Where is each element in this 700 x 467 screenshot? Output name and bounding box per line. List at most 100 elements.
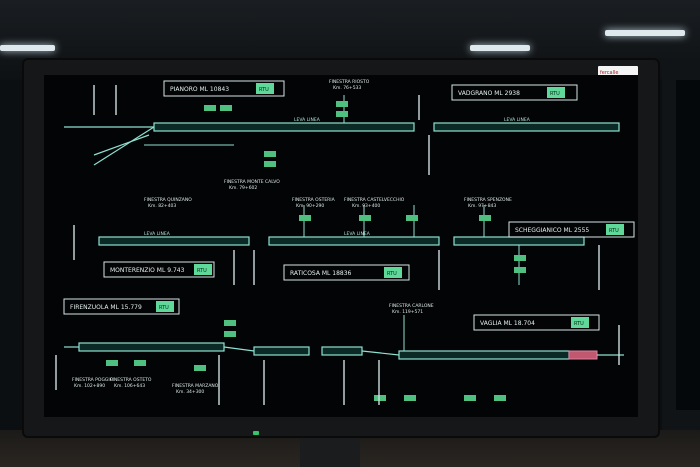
tunnel-track [153, 122, 415, 132]
finestra-name: FINESTRA CASTELVECCHIO [344, 197, 405, 203]
station-label: PIANORO ML 10843 [170, 86, 229, 93]
finestra-name: FINESTRA QUINZANO [144, 197, 192, 203]
finestra-name: FINESTRA MARZANO [172, 383, 219, 389]
track-line [93, 134, 150, 156]
finestra-km: Km. 90+290 [296, 203, 324, 209]
vertical-labels [55, 85, 620, 405]
track-schematic: PIANORO ML 10843 VADGRANO ML 2938 MONTER… [55, 79, 635, 405]
rtu-button[interactable] [194, 264, 212, 275]
status-tile [299, 215, 311, 221]
status-tile [404, 395, 416, 401]
station-box [283, 264, 410, 281]
status-tile [514, 267, 526, 273]
status-tile [464, 395, 476, 401]
tunnel-track [253, 346, 310, 356]
ceiling-light [605, 30, 685, 36]
tunnel-track [398, 350, 570, 360]
station-box [63, 298, 180, 315]
status-tile [336, 101, 348, 107]
line-label: LEVA LINEA [144, 231, 171, 237]
station-label: SCHEGGIANICO ML 2555 [515, 227, 589, 234]
finestra-km: Km. 97+843 [468, 203, 496, 209]
finestra-km: Km. 119+571 [392, 309, 423, 315]
status-tiles [106, 101, 526, 401]
status-tile [336, 111, 348, 117]
rtu-button[interactable] [256, 83, 274, 94]
status-tile [514, 255, 526, 261]
station-box [473, 314, 600, 331]
rtu-label: RTU [550, 91, 560, 97]
rtu-label: RTU [159, 305, 169, 311]
rtu-label: RTU [609, 228, 619, 234]
status-tile [264, 161, 276, 167]
tunnel-track [453, 236, 585, 246]
finestra-name: FINESTRA CARLONE [389, 303, 434, 309]
occupied-section [568, 350, 598, 360]
tunnel-track [321, 346, 363, 356]
station-label: VAGLIA ML 18.704 [480, 320, 535, 327]
power-led [253, 431, 259, 435]
finestra-km: Km. 102+890 [74, 383, 105, 389]
tunnel-track [98, 236, 250, 246]
finestra-name: FINESTRA OSTERIA [292, 197, 336, 203]
station-label: MONTERENZIO ML 9.743 [110, 267, 185, 274]
line-label: LEVA LINEA [294, 117, 321, 123]
status-tile [224, 331, 236, 337]
station-label: VADGRANO ML 2938 [458, 90, 520, 97]
scada-screen: PIANORO ML 10843 VADGRANO ML 2938 MONTER… [44, 75, 638, 417]
status-tile [359, 215, 371, 221]
status-tile [106, 360, 118, 366]
station-box [508, 221, 635, 238]
ceiling-light [470, 45, 530, 51]
finestra-km: Km. 34+300 [176, 389, 204, 395]
rtu-button[interactable] [384, 267, 402, 278]
track-line [93, 126, 155, 166]
side-monitor-screen [676, 80, 700, 410]
station-box [103, 261, 215, 278]
finestra-labels: FINESTRA RIOSTO Km. 76+533 FINESTRA MONT… [72, 79, 512, 395]
station-labels: PIANORO ML 10843 VADGRANO ML 2938 MONTER… [70, 86, 589, 327]
rtu-label: RTU [259, 87, 269, 93]
finestra-name: FINESTRA POGGIO [72, 377, 114, 383]
logo-text: fercalle [600, 70, 619, 76]
ceiling-light [0, 45, 55, 51]
rtu-button[interactable] [571, 317, 589, 328]
status-tile [194, 365, 206, 371]
status-tile [220, 105, 232, 111]
finestra-km: Km. 93+400 [352, 203, 380, 209]
rtu-buttons [156, 83, 624, 328]
rtu-label: RTU [387, 271, 397, 277]
finestra-name: FINESTRA SPENZONE [464, 197, 512, 203]
line-label: LEVA LINEA [344, 231, 371, 237]
rtu-button[interactable] [606, 224, 624, 235]
status-tile [224, 320, 236, 326]
rtu-label: RTU [197, 268, 207, 274]
finestra-km: Km. 82+403 [148, 203, 176, 209]
finestra-name: FINESTRA MONTE CALVO [224, 179, 280, 185]
tunnel-track [268, 236, 440, 246]
status-tile [479, 215, 491, 221]
status-tile [204, 105, 216, 111]
monitor-stand [300, 438, 360, 467]
rtu-label: RTU [574, 321, 584, 327]
finestra-name: FINESTRA OSTETO [110, 377, 152, 383]
line-labels: LEVA LINEA LEVA LINEA LEVA LINEA LEVA LI… [144, 117, 531, 237]
status-tile [494, 395, 506, 401]
track-line [361, 350, 400, 356]
finestra-km: Km. 79+602 [229, 185, 257, 191]
station-label: FIRENZUOLA ML 15.779 [70, 304, 142, 311]
station-box [451, 84, 578, 101]
rtu-button[interactable] [156, 301, 174, 312]
station-box [163, 80, 285, 97]
tunnel-track [433, 122, 620, 132]
finestra-name: FINESTRA RIOSTO [329, 79, 370, 85]
status-tile [264, 151, 276, 157]
tunnel-track [78, 342, 225, 352]
finestra-km: Km. 106+643 [114, 383, 145, 389]
status-tile [406, 215, 418, 221]
station-label: RATICOSA ML 18836 [290, 270, 352, 277]
rtu-button[interactable] [547, 87, 565, 98]
line-label: LEVA LINEA [504, 117, 531, 123]
rtu-labels: RTU RTU RTU RTU RTU RTU RTU [159, 87, 619, 327]
